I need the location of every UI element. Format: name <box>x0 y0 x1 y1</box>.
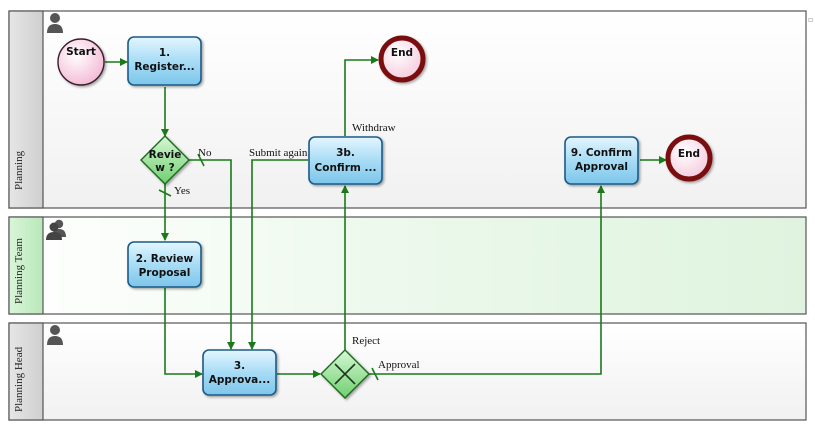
lane-label-planning: Planning <box>13 150 25 190</box>
flow-gateway-approval[interactable] <box>369 185 605 375</box>
group-icon <box>46 219 66 240</box>
flow-label-reject: Reject <box>352 335 380 347</box>
end-event-top-label: End <box>391 47 413 59</box>
task-approval-line2: Approva... <box>209 374 270 386</box>
end-event-right-label: End <box>678 148 700 160</box>
task-confirm-3b-line1: 3b. <box>336 147 355 159</box>
task-confirm-3b-line2: Confirm ... <box>315 162 377 174</box>
task-approval-line1: 3. <box>234 360 245 372</box>
lane-planning-head: Planning Head <box>8 322 807 421</box>
condition-markers <box>158 153 379 381</box>
end-event-right[interactable]: End <box>665 134 713 182</box>
task-review-proposal-line1: 2. Review <box>136 253 194 265</box>
task-confirm-approval-line1: 9. Confirm <box>571 147 632 159</box>
flow-label-withdraw: Withdraw <box>352 122 396 134</box>
user-icon <box>47 13 63 33</box>
gateway-review[interactable]: Revie w ? <box>140 135 190 185</box>
task-confirm-3b[interactable]: 3b. Confirm ... <box>308 136 383 185</box>
lane-label-planning-head: Planning Head <box>13 346 25 412</box>
start-event-label: Start <box>66 46 96 58</box>
task-confirm-approval[interactable]: 9. Confirm Approval <box>564 136 639 185</box>
sequence-flows <box>105 56 667 378</box>
flow-label-yes: Yes <box>174 185 190 197</box>
end-event-top[interactable]: End <box>378 35 426 83</box>
flow-label-no: No <box>198 147 212 159</box>
task-approval[interactable]: 3. Approva... <box>202 349 277 396</box>
task-register-line1: 1. <box>159 47 170 59</box>
flow-review-no[interactable] <box>188 159 235 350</box>
task-confirm-approval-line2: Approval <box>575 161 628 173</box>
lane-label-planning-team: Planning Team <box>13 238 25 304</box>
flow-review-proposal-to-approval[interactable] <box>164 288 203 378</box>
task-register[interactable]: 1. Register... <box>127 36 202 86</box>
flow-label-approval: Approval <box>378 359 420 371</box>
flow-label-submit-again: Submit again <box>249 147 308 159</box>
gateway-review-line2: w ? <box>155 162 174 174</box>
corner-mark-icon: ▫ <box>808 15 813 24</box>
task-review-proposal-line2: Proposal <box>139 267 191 279</box>
user-icon <box>47 325 63 345</box>
start-event[interactable]: Start <box>57 38 105 86</box>
exclusive-gateway-icon <box>334 363 356 385</box>
gateway-review-line1: Revie <box>149 149 182 161</box>
task-register-line2: Register... <box>134 61 194 73</box>
task-review-proposal[interactable]: 2. Review Proposal <box>127 241 202 288</box>
flow-confirm-submit-again[interactable] <box>248 159 308 350</box>
flow-confirm-withdraw[interactable] <box>344 56 379 136</box>
gateway-approval-decision[interactable] <box>320 349 370 399</box>
